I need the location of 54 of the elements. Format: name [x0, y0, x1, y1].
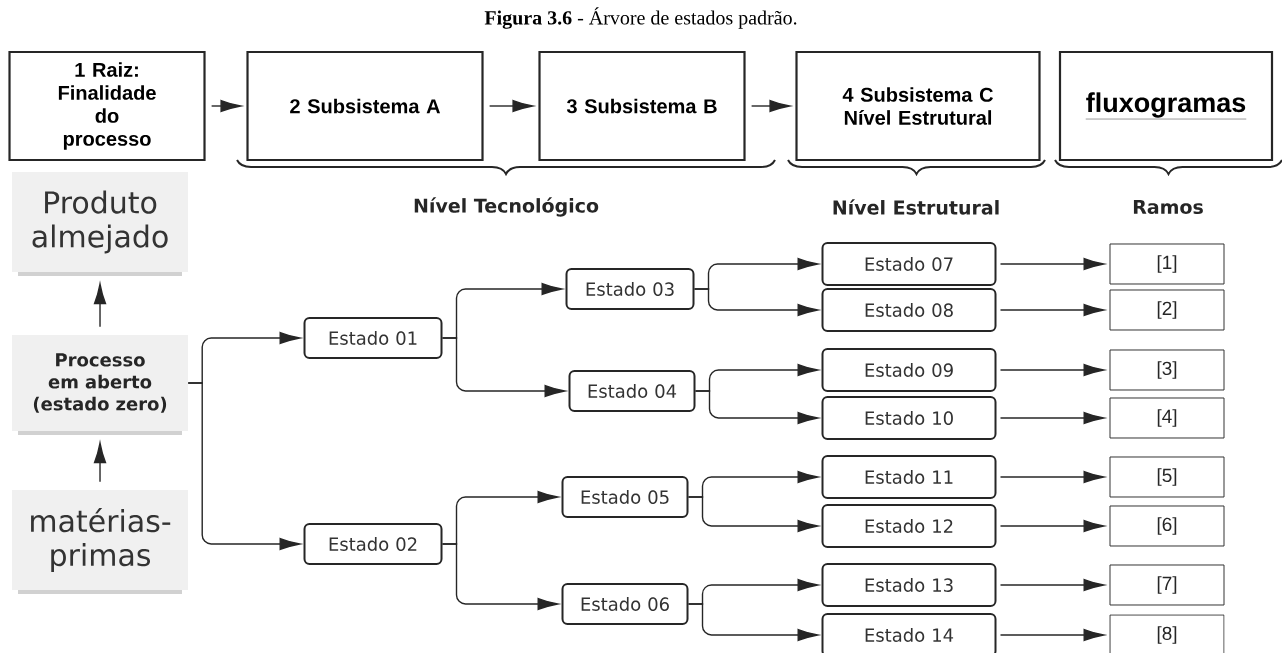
arrow: [93, 442, 107, 483]
arrow: [441, 543, 559, 611]
state-box: Estado 14: [821, 613, 997, 653]
arrow: [210, 99, 242, 113]
sticky-note: Produto almejado: [12, 172, 188, 272]
arrow: [93, 283, 107, 328]
figure-title: Figura 3.6 - Árvore de estados padrão.: [484, 7, 797, 29]
arrow: [694, 390, 819, 425]
state-box: Estado 09: [821, 348, 997, 392]
state-box: Estado 01: [303, 317, 443, 359]
state-box: Estado 12: [821, 504, 997, 548]
arrow: [999, 303, 1105, 317]
process-box: 3 Subsistema B: [538, 50, 746, 162]
arrow: [999, 470, 1105, 484]
arrow: [693, 288, 819, 317]
state-box: Estado 03: [565, 268, 695, 310]
state-box: Estado 05: [561, 476, 689, 518]
arrow: [999, 578, 1105, 592]
process-box: 2 Subsistema A: [246, 50, 484, 162]
arrow: [687, 496, 819, 533]
state-box: Estado 04: [568, 370, 696, 412]
brace-label: Nível Estrutural: [833, 199, 999, 215]
arrow: [999, 363, 1105, 377]
branch-box: [2]: [1109, 289, 1225, 331]
branch-box: [1]: [1109, 243, 1225, 285]
state-box: Estado 13: [821, 563, 997, 607]
branch-box: [4]: [1109, 397, 1225, 439]
arrow: [999, 411, 1105, 425]
process-box: 4 Subsistema C Nível Estrutural: [795, 50, 1041, 162]
state-box: Estado 11: [821, 455, 997, 499]
state-box: Estado 02: [303, 523, 443, 565]
branch-box: [7]: [1109, 564, 1225, 606]
process-box: fluxogramas: [1058, 50, 1274, 162]
state-box: Estado 06: [561, 583, 689, 625]
sticky-note: matérias-primas: [12, 490, 188, 590]
process-box: 1 Raiz: Finalidade do processo: [8, 50, 206, 162]
branch-box: [3]: [1109, 349, 1225, 391]
state-box: Estado 07: [821, 242, 997, 286]
arrow: [441, 337, 566, 398]
sticky-note: Processo em aberto (estado zero): [12, 335, 188, 431]
arrow: [999, 257, 1105, 271]
brace-label: Ramos: [1133, 199, 1203, 215]
state-box: Estado 10: [821, 396, 997, 440]
arrow: [687, 603, 819, 642]
branch-box: [6]: [1109, 505, 1225, 547]
arrow: [750, 99, 791, 113]
branch-box: [8]: [1109, 614, 1225, 653]
brace-label: Nível Tecnológico: [414, 197, 599, 217]
state-box: Estado 08: [821, 288, 997, 332]
arrow: [999, 628, 1105, 642]
arrow: [187, 382, 301, 551]
arrow: [999, 519, 1105, 533]
arrow: [488, 99, 534, 113]
branch-box: [5]: [1109, 456, 1225, 498]
